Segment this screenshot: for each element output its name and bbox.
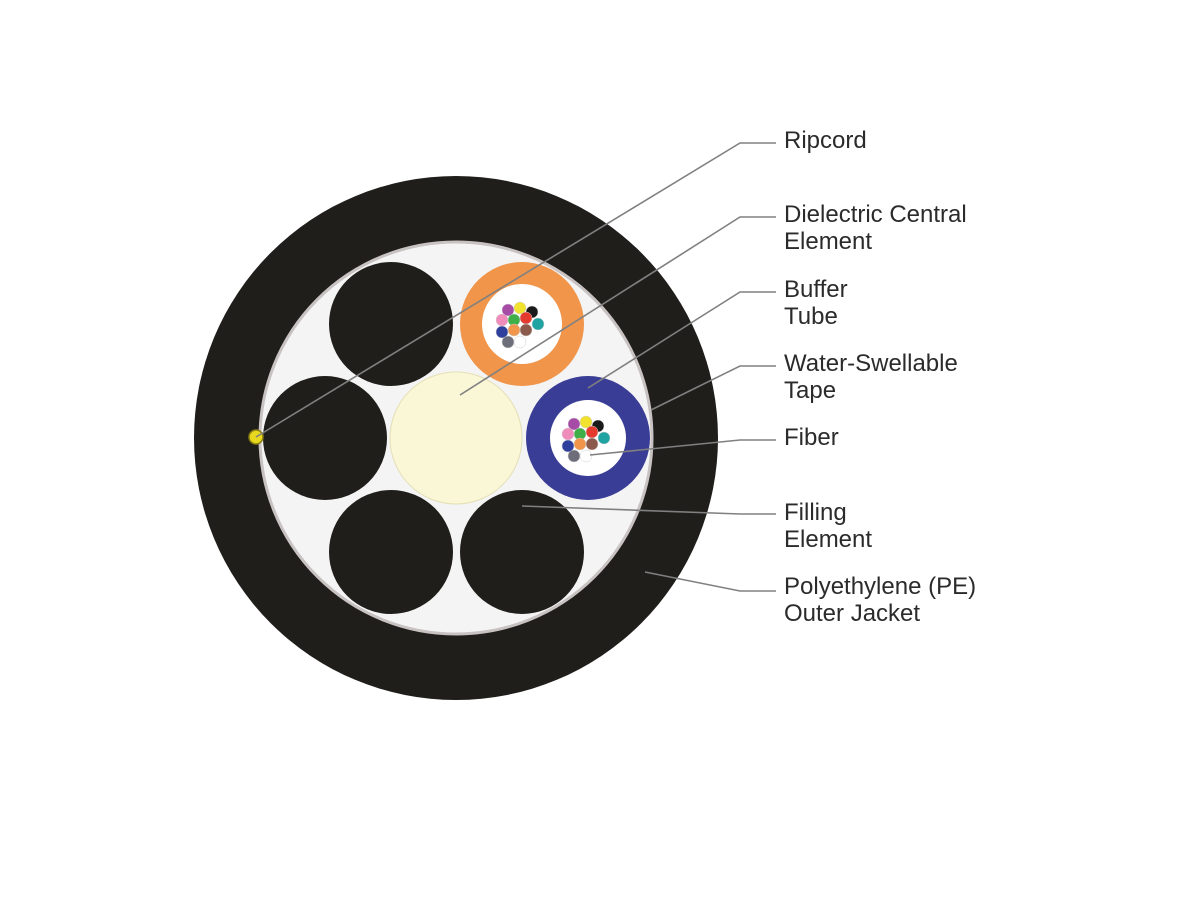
fiber <box>585 425 599 439</box>
leader-line-buffer-tube <box>587 291 776 389</box>
label-tape-line-2: Tape <box>784 377 837 404</box>
fiber <box>567 449 581 463</box>
leader-line-central-element <box>459 216 776 396</box>
label-buffer-tube-line-2: Tube <box>784 303 838 330</box>
filling-element <box>329 262 453 386</box>
label-ripcord: Ripcord <box>784 127 867 154</box>
label-dielectric-line-1: Dielectric Central <box>784 201 967 228</box>
dielectric-central-element <box>389 371 523 505</box>
label-ripcord-line-1: Ripcord <box>784 127 867 154</box>
label-dielectric-line-2: Element <box>784 228 873 255</box>
leader-line-ripcord <box>255 142 776 438</box>
ripcord <box>248 429 264 445</box>
label-fiber-line-1: Fiber <box>784 424 839 451</box>
label-jacket-line-2: Outer Jacket <box>784 600 921 627</box>
fiber <box>531 317 545 331</box>
label-filling-line-2: Element <box>784 526 873 553</box>
filling-element <box>329 490 453 614</box>
filling-element <box>460 490 584 614</box>
label-filling-element: Filling Element <box>784 499 872 553</box>
fiber <box>507 323 521 337</box>
buffer-tube-orange <box>460 262 584 386</box>
fiber <box>561 427 575 441</box>
fiber <box>597 431 611 445</box>
leader-line-jacket <box>644 571 776 592</box>
filling-elements <box>263 262 584 614</box>
buffer-tube-blue <box>526 376 650 500</box>
label-water-swellable-tape: Water-Swellable Tape <box>784 350 958 404</box>
fiber <box>513 335 527 349</box>
buffer-tube-bore <box>550 400 626 476</box>
fiber <box>579 449 593 463</box>
buffer-tube-bore <box>482 284 562 364</box>
fiber-bundle <box>561 415 611 463</box>
fiber <box>573 437 587 451</box>
fiber <box>495 313 509 327</box>
label-buffer-tube-line-1: Buffer <box>784 276 848 303</box>
fiber <box>501 335 515 349</box>
fiber <box>513 301 527 315</box>
leader-line-fiber <box>589 439 776 456</box>
fiber <box>585 437 599 451</box>
label-tape-line-1: Water-Swellable <box>784 350 958 377</box>
label-filling-line-1: Filling <box>784 499 847 526</box>
fiber <box>495 325 509 339</box>
label-fiber: Fiber <box>784 424 839 451</box>
fiber <box>501 303 515 317</box>
filling-element <box>263 376 387 500</box>
fiber <box>561 439 575 453</box>
label-jacket-line-1: Polyethylene (PE) <box>784 573 977 600</box>
fiber-bundle <box>495 301 545 349</box>
fiber <box>519 323 533 337</box>
leader-lines <box>255 142 776 592</box>
leader-line-tape <box>650 365 776 411</box>
fiber <box>579 415 593 429</box>
fiber <box>519 311 533 325</box>
leader-line-filling-element <box>521 505 776 515</box>
label-buffer-tube: Buffer Tube <box>784 276 848 330</box>
label-dielectric-central-element: Dielectric Central Element <box>784 201 967 255</box>
fiber <box>567 417 581 431</box>
label-pe-outer-jacket: Polyethylene (PE) Outer Jacket <box>784 573 976 627</box>
